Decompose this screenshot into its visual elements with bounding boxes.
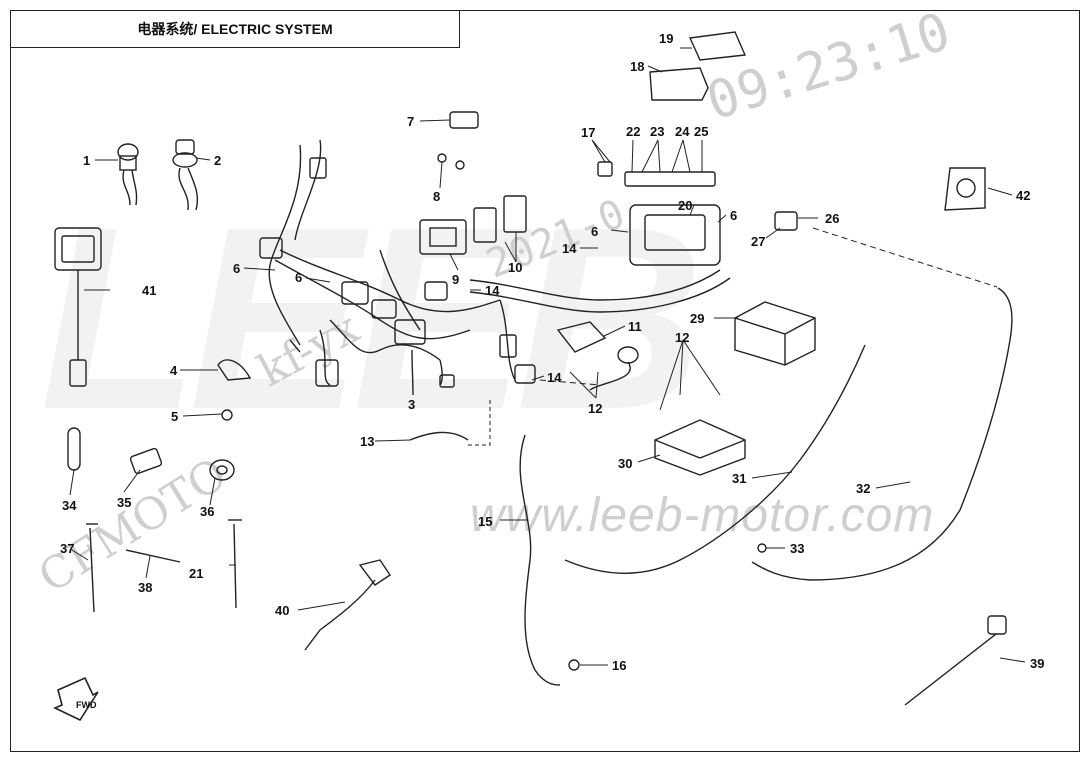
part-7-relay	[449, 111, 479, 129]
part-2-sensor	[172, 139, 199, 211]
part-13-harness	[409, 431, 469, 441]
part-17-relay	[597, 161, 613, 177]
callout-4: 4	[170, 363, 178, 378]
part-39-sensor	[904, 615, 1007, 706]
callout-21: 21	[189, 566, 203, 581]
callout-6b: 6	[295, 270, 302, 285]
callout-29: 29	[690, 311, 704, 326]
diagram-frame	[10, 10, 1080, 752]
callout-25: 25	[694, 124, 708, 139]
part-33-terminal	[757, 543, 767, 553]
callout-9: 9	[452, 272, 459, 287]
part-40-sensor	[304, 559, 391, 651]
main-wiring-harness	[259, 139, 731, 396]
title-box: 电器系统/ ELECTRIC SYSTEM	[10, 10, 460, 48]
part-18-ecu	[649, 67, 709, 101]
callout-16: 16	[612, 658, 626, 673]
part-37-cable-tie	[86, 523, 98, 613]
callout-7: 7	[407, 114, 414, 129]
callout-36: 36	[200, 504, 214, 519]
callout-6d: 6	[730, 208, 737, 223]
callout-42: 42	[1016, 188, 1030, 203]
callout-23: 23	[650, 124, 664, 139]
part-30-ecu	[654, 419, 746, 476]
callout-18: 18	[630, 59, 644, 74]
callout-30: 30	[618, 456, 632, 471]
callout-32: 32	[856, 481, 870, 496]
part-1-switch	[117, 143, 139, 206]
callout-41: 41	[142, 283, 156, 298]
part-4-bracket	[217, 359, 252, 381]
callout-19: 19	[659, 31, 673, 46]
part-31-cable	[564, 344, 866, 574]
callout-8: 8	[433, 189, 440, 204]
callout-39: 39	[1030, 656, 1044, 671]
callout-31: 31	[732, 471, 746, 486]
part-19-cover	[688, 31, 747, 61]
part-38-tube	[125, 549, 181, 563]
callout-22: 22	[626, 124, 640, 139]
callout-12a: 12	[675, 330, 689, 345]
callout-labels: 1 2 3 4 5 6 6 6 6 7 8 9 10 11 12 12 13 1…	[60, 31, 1044, 673]
part-34-strap	[67, 427, 81, 471]
part-10-relays	[473, 195, 527, 243]
callout-3: 3	[408, 397, 415, 412]
part-22-25-fuses	[624, 171, 716, 187]
callout-6a: 6	[233, 261, 240, 276]
part-35-sensor	[129, 447, 163, 475]
callout-11: 11	[628, 319, 642, 334]
part-26-connector	[774, 211, 798, 231]
callout-35: 35	[117, 495, 131, 510]
callout-24: 24	[675, 124, 690, 139]
part-21-cable-tie	[228, 519, 242, 609]
part-15-harness	[519, 434, 561, 686]
callout-26: 26	[825, 211, 839, 226]
part-16-grommet	[568, 659, 580, 671]
callout-20: 20	[678, 198, 692, 213]
part-29-battery	[734, 301, 816, 366]
part-5-bolt	[221, 409, 233, 421]
callout-14c: 14	[562, 241, 577, 256]
part-41-regulator	[54, 227, 102, 387]
callout-37: 37	[60, 541, 74, 556]
callout-13: 13	[360, 434, 374, 449]
callout-2: 2	[214, 153, 221, 168]
callout-15: 15	[478, 514, 492, 529]
fwd-label: FWD	[76, 700, 97, 710]
fwd-arrow: FWD	[53, 676, 99, 722]
callout-40: 40	[275, 603, 289, 618]
callout-27: 27	[751, 234, 765, 249]
callout-10: 10	[508, 260, 522, 275]
callout-34: 34	[62, 498, 77, 513]
callout-1: 1	[83, 153, 90, 168]
callout-12b: 12	[588, 401, 602, 416]
callout-6c: 6	[591, 224, 598, 239]
part-36-horn	[209, 459, 235, 481]
callout-38: 38	[138, 580, 152, 595]
page-title: 电器系统/ ELECTRIC SYSTEM	[137, 21, 333, 37]
leader-lines	[69, 47, 1026, 666]
callout-17: 17	[581, 125, 595, 140]
callout-14b: 14	[547, 370, 562, 385]
part-12-cable-clip	[589, 346, 639, 391]
part-11-connector	[556, 321, 607, 353]
callout-33: 33	[790, 541, 804, 556]
callout-14a: 14	[485, 283, 500, 298]
part-20-fuse-block	[629, 204, 721, 266]
part-9-fuse-box	[419, 219, 467, 255]
part-32-cable	[751, 287, 1013, 581]
callout-5: 5	[171, 409, 178, 424]
part-42-bracket	[944, 167, 986, 211]
